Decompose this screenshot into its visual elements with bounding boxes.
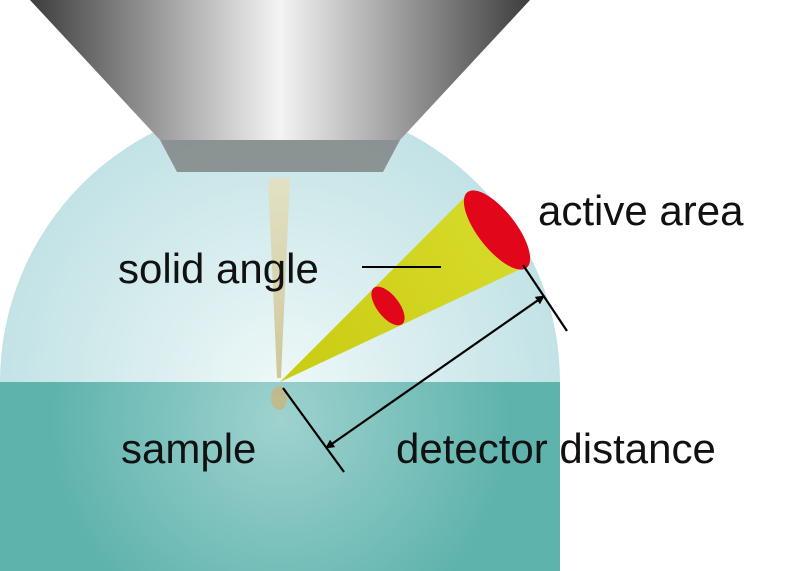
active-area-disc — [463, 190, 531, 270]
pole-piece-tip — [160, 140, 400, 172]
sample-block — [0, 382, 560, 571]
sample-tick-line — [282, 387, 345, 473]
active-area-label: active area — [538, 187, 744, 234]
solid-angle-label: solid angle — [118, 245, 319, 292]
pole-piece — [30, 0, 530, 140]
detector-distance-label: detector distance — [396, 425, 716, 472]
electron-beam — [268, 178, 290, 378]
sample-label: sample — [121, 425, 257, 472]
detector-distance-arrow — [325, 295, 545, 449]
beam-spot — [271, 386, 287, 410]
detector-tick-line — [522, 264, 568, 332]
